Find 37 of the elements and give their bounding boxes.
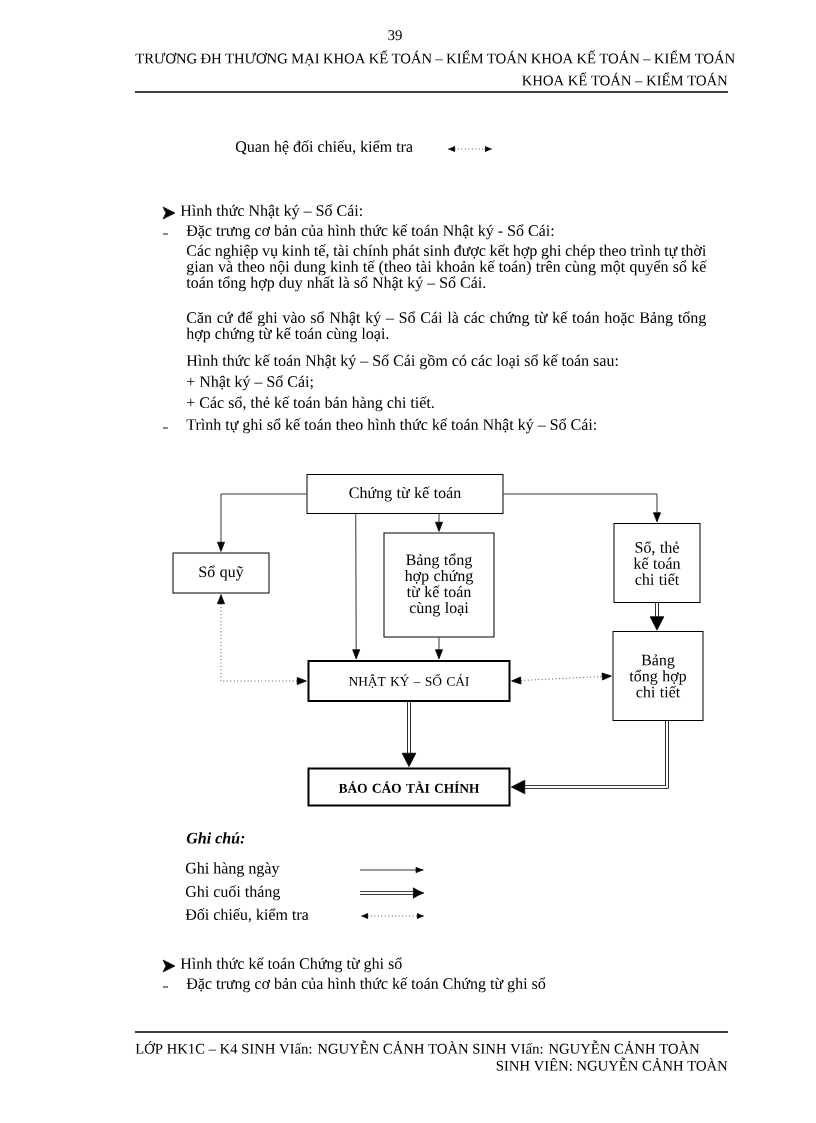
page-footer: LỚP HK1C – K4 SINH VIấn: NGUYỄN CẢNH TOÀN SINH VIấn: NGUYỄN CẢNH TOÀN (135, 1040, 700, 1054)
paragraph: Đặc trưng cơ bản của hình thức kế toán Nhật ký - Sổ Cái: (186, 224, 554, 240)
arrow (649, 603, 665, 631)
process-box: Bảng tổng hợp chứng từ kế toán cùng loại (383, 532, 495, 638)
arrow (511, 721, 669, 795)
legend-title: Ghi chú: (186, 832, 245, 844)
process-box: Sổ, thẻ kế toán chi tiết (613, 523, 701, 603)
arrow (435, 513, 443, 532)
arrow (217, 594, 307, 685)
arrow (401, 702, 417, 767)
list-item: + Các sổ, thẻ kế toán bán hàng chi tiết. (187, 396, 434, 412)
arrow (435, 637, 443, 660)
legend-text: Đối chiếu, kiểm tra (185, 908, 309, 923)
arrow (352, 513, 361, 660)
report-box: BÁO CÁO TÀI CHÍNH (307, 767, 511, 807)
ledger-box: NHẬT KÝ – SỔ CÁI (307, 660, 511, 702)
process-box: Chứng từ kế toán (306, 474, 504, 514)
page-number: 39 (388, 30, 402, 41)
process-box: Sổ quỹ (172, 552, 270, 594)
heading: Hình thức Nhật ký – Sổ Cái: (180, 204, 362, 220)
page-footer: SINH VIÊN: NGUYỄN CẢNH TOÀN (496, 1057, 728, 1071)
paragraph: Hình thức kế toán Nhật ký – Sổ Cái gồm có các loại sổ kế toán sau: (186, 354, 618, 370)
legend-text: Ghi hàng ngày (185, 862, 280, 877)
heading: Hình thức kế toán Chứng từ ghi sổ (180, 957, 402, 973)
process-box: Bảng tổng hợp chi tiết (612, 631, 704, 721)
paragraph: Đặc trưng cơ bản của hình thức kế toán Chứng từ ghi sổ (186, 977, 546, 993)
list-item: + Nhật ký – Sổ Cái; (187, 375, 313, 391)
arrow (217, 493, 307, 552)
paragraph: Các nghiệp vụ kinh tế, tài chính phát sinh được kết hợp ghi chép theo trình tự thời gian và theo nội dung kinh tế (theo tài khoản kế toán) trên cùng một quyển sổ kế toán tổng hợp duy nhất là sổ Nhật ký – Sổ Cái. (186, 244, 707, 292)
page-header: KHOA KẾ TOÁN – KIỂM TOÁN (522, 72, 728, 86)
arrow (511, 672, 612, 685)
arrow (503, 493, 661, 523)
paragraph: Trình tự ghi sổ kế toán theo hình thức kế toán Nhật ký – Sổ Cái: (186, 418, 596, 434)
note-text: Quan hệ đối chiếu, kiểm tra (235, 140, 413, 155)
paragraph: Căn cứ để ghi vào sổ Nhật ký – Sổ Cái là các chứng từ kế toán hoặc Bảng tổng hợp chứng từ kế toán cùng loại. (186, 311, 706, 343)
page-header: TRƯƠNG ĐH THƯƠNG MẠI KHOA KẾ TOÁN – KIỂM TOÁN KHOA KẾ TOÁN – KIỂM TOÁN (135, 50, 735, 66)
legend-text: Ghi cuối tháng (185, 885, 281, 901)
